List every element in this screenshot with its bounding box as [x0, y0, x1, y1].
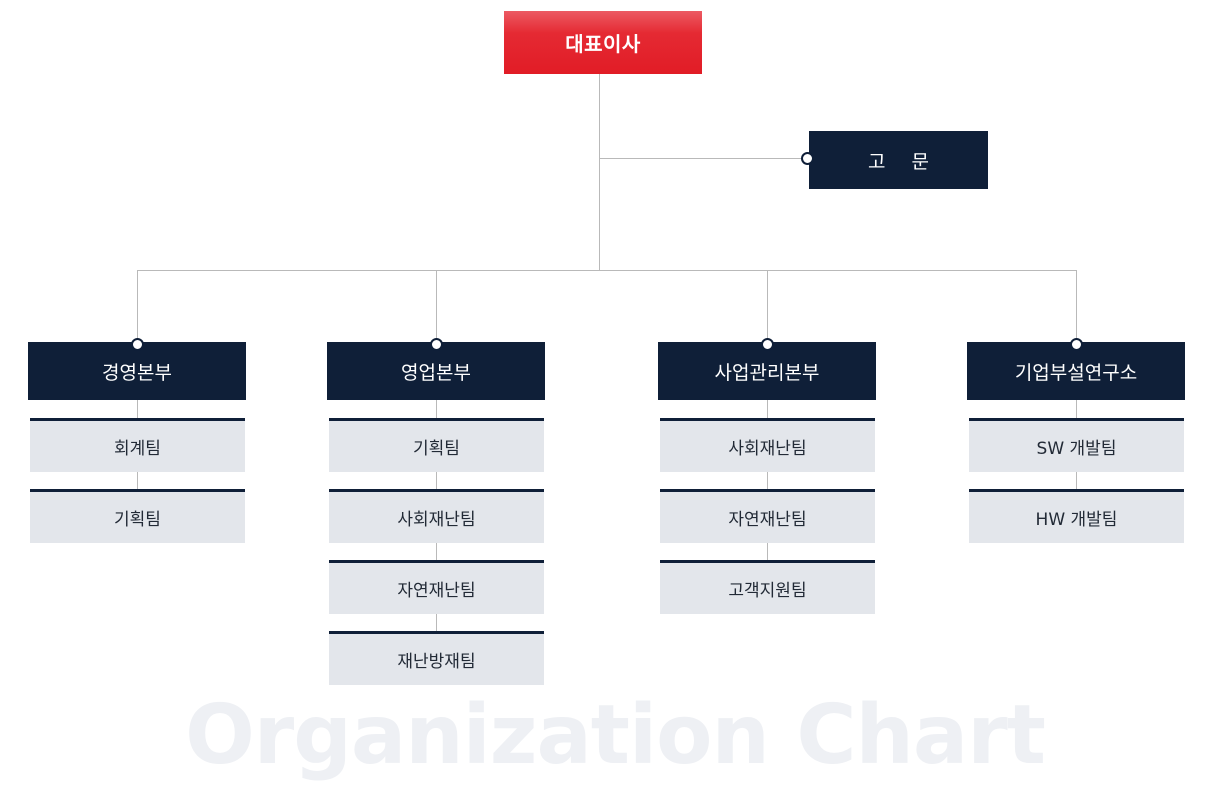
team-label: 사회재난팀: [397, 510, 476, 530]
connector-division-drop: [137, 270, 138, 342]
team-label: SW 개발팀: [1036, 439, 1117, 459]
division-connector-dot: [430, 338, 443, 351]
team-node: SW 개발팀: [969, 418, 1184, 472]
division-label: 경영본부: [102, 361, 172, 384]
division-node: 경영본부: [28, 342, 246, 400]
division-connector-dot: [131, 338, 144, 351]
division-label: 영업본부: [401, 361, 471, 384]
advisor-node: 고 문: [809, 131, 988, 189]
team-label: 고객지원팀: [728, 581, 807, 601]
team-label: 재난방재팀: [397, 652, 476, 672]
team-label: 자연재난팀: [728, 510, 807, 530]
connector-division-drop: [1076, 270, 1077, 342]
team-node: 사회재난팀: [329, 489, 544, 543]
advisor-connector-dot: [801, 152, 814, 165]
team-label: 기획팀: [413, 439, 460, 459]
team-label: HW 개발팀: [1035, 510, 1118, 530]
team-node: 사회재난팀: [660, 418, 875, 472]
connector-team-vertical: [767, 400, 768, 560]
division-node: 기업부설연구소: [967, 342, 1185, 400]
team-label: 회계팀: [114, 439, 161, 459]
team-label: 기획팀: [114, 510, 161, 530]
watermark-text: Organization Chart: [185, 688, 1046, 783]
division-label: 사업관리본부: [714, 361, 820, 384]
team-node: 기획팀: [329, 418, 544, 472]
team-node: 기획팀: [30, 489, 245, 543]
division-node: 영업본부: [327, 342, 545, 400]
team-node: 고객지원팀: [660, 560, 875, 614]
team-node: 자연재난팀: [660, 489, 875, 543]
connector-division-drop: [436, 270, 437, 342]
division-node: 사업관리본부: [658, 342, 876, 400]
connector-ceo-trunk: [599, 74, 600, 271]
ceo-node: 대표이사: [504, 11, 702, 74]
division-connector-dot: [761, 338, 774, 351]
team-node: 회계팀: [30, 418, 245, 472]
team-label: 자연재난팀: [397, 581, 476, 601]
connector-horizontal-bus: [137, 270, 1077, 271]
ceo-label: 대표이사: [565, 32, 641, 56]
connector-division-drop: [767, 270, 768, 342]
advisor-label: 고 문: [868, 150, 939, 173]
team-node: HW 개발팀: [969, 489, 1184, 543]
division-label: 기업부설연구소: [1014, 361, 1138, 384]
team-label: 사회재난팀: [728, 439, 807, 459]
connector-advisor: [599, 158, 809, 159]
division-connector-dot: [1070, 338, 1083, 351]
team-node: 자연재난팀: [329, 560, 544, 614]
team-node: 재난방재팀: [329, 631, 544, 685]
